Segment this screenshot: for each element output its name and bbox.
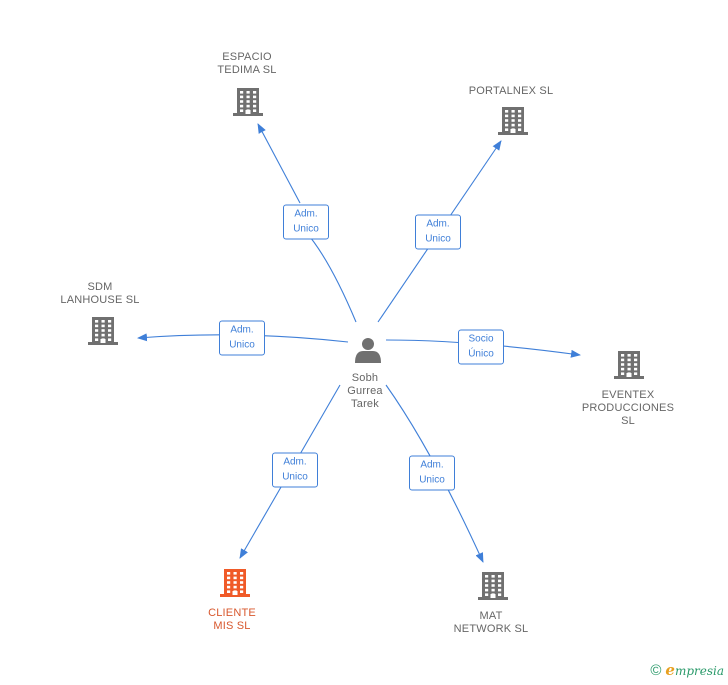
brand-logo[interactable]: empresia bbox=[665, 661, 724, 679]
relation-edge bbox=[305, 231, 357, 323]
person-label: Sobh Gurrea Tarek bbox=[347, 372, 383, 410]
relation-badge[interactable]: Socio Único bbox=[458, 329, 504, 365]
company-label: PORTALNEX SL bbox=[468, 85, 554, 97]
copyright-symbol: © bbox=[650, 661, 662, 679]
building-icon[interactable] bbox=[233, 88, 263, 116]
building-icon[interactable] bbox=[478, 572, 508, 600]
building-icon[interactable] bbox=[614, 351, 644, 379]
company-label: CLIENTE MIS SL bbox=[208, 607, 256, 632]
building-icon[interactable] bbox=[88, 317, 118, 345]
building-icon[interactable] bbox=[498, 107, 528, 135]
relation-badge[interactable]: Adm. Unico bbox=[283, 204, 329, 240]
relation-badge[interactable]: Adm. Unico bbox=[409, 455, 455, 491]
relation-badge[interactable]: Adm. Unico bbox=[219, 320, 265, 356]
relation-badge[interactable]: Adm. Unico bbox=[272, 452, 318, 488]
company-label: EVENTEX PRODUCCIONES SL bbox=[581, 389, 675, 427]
company-label: SDM LANHOUSE SL bbox=[60, 281, 140, 306]
building-icon[interactable] bbox=[220, 569, 250, 597]
footer-brand: © empresia bbox=[650, 661, 724, 679]
company-label: ESPACIO TEDIMA SL bbox=[217, 51, 277, 76]
relation-edge bbox=[257, 123, 301, 204]
relation-badge[interactable]: Adm. Unico bbox=[415, 214, 461, 250]
person-icon[interactable] bbox=[355, 338, 381, 363]
company-label: MAT NETWORK SL bbox=[453, 610, 529, 635]
